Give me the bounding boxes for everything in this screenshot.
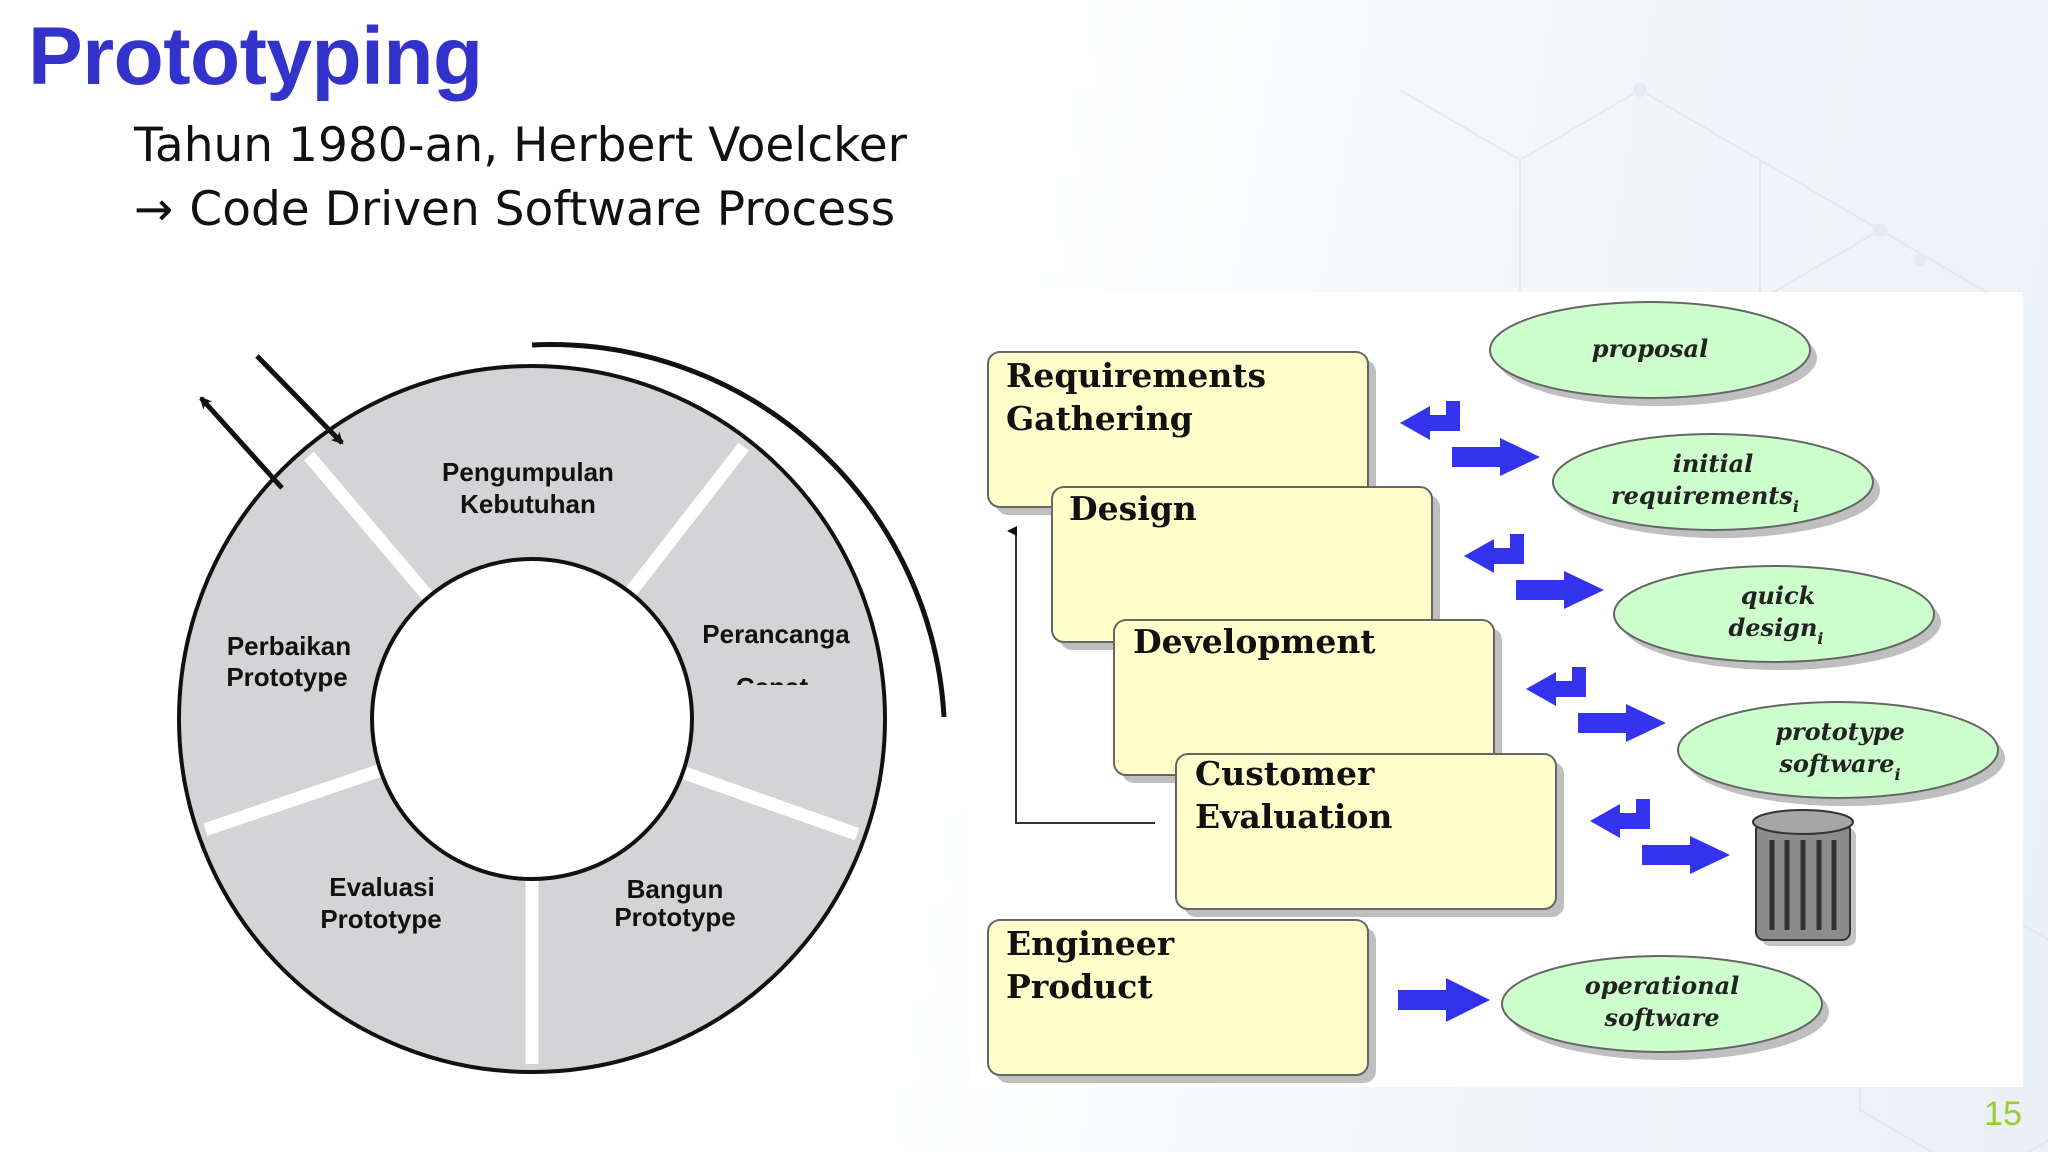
left-hook-arrow-icon <box>1590 799 1650 838</box>
artifact-prototype-software <box>1677 701 2005 806</box>
stage-requirements-label-2: Gathering <box>1006 399 1193 438</box>
page-number: 15 <box>1984 1095 2022 1133</box>
left-hook-arrow-icon <box>1526 667 1586 706</box>
artifact-operational-software-label-2: software <box>1603 1003 1719 1032</box>
artifact-quick-design-subscript: i <box>1817 629 1823 648</box>
exit-arrow-icon <box>199 396 284 490</box>
stage-engineer-label-2: Product <box>1006 967 1153 1006</box>
artifact-operational-software <box>1501 955 1829 1060</box>
entry-arrow-icon <box>255 354 344 445</box>
exchange-arrows-development <box>1526 667 1666 742</box>
artifact-initial-requirements <box>1552 433 1880 538</box>
exchange-arrows-requirements <box>1400 401 1540 476</box>
artifact-operational-software-label-1: operational <box>1585 971 1740 1000</box>
right-arrow-icon <box>1516 571 1604 609</box>
artifact-initial-requirements-label-1: initial <box>1673 449 1754 478</box>
artifact-prototype-software-label-1: prototype <box>1775 717 1905 746</box>
trash-can-icon <box>1752 809 1856 946</box>
artifact-quick-design-word: design <box>1729 613 1818 642</box>
right-arrow-icon <box>1452 438 1540 476</box>
stage-customer-evaluation <box>1175 753 1564 917</box>
feedback-loop-arrow <box>1007 526 1155 824</box>
slide-title: Prototyping <box>28 11 483 102</box>
artifact-proposal-label: proposal <box>1592 334 1708 363</box>
stage-design <box>1051 486 1440 650</box>
right-arrow-icon: → <box>134 182 174 237</box>
artifact-initial-requirements-word: requirements <box>1611 481 1793 510</box>
subtitle-line-2-text: Code Driven Software Process <box>189 182 896 237</box>
exchange-arrows-design <box>1464 534 1604 609</box>
left-hook-arrow-icon <box>1464 534 1524 573</box>
artifact-prototype-software-label-2: softwarei <box>1778 749 1900 784</box>
artifact-proposal <box>1489 301 1817 406</box>
stage-engineer-label-1: Engineer <box>1006 924 1175 963</box>
segment-bottom-right-label-2: Prototype <box>614 902 735 932</box>
subtitle-line-1: Tahun 1980-an, Herbert Voelcker <box>134 118 907 173</box>
right-arrow-icon <box>1642 836 1730 874</box>
segment-top-label-2: Kebutuhan <box>460 489 596 519</box>
artifact-initial-requirements-label-2: requirementsi <box>1611 481 1799 516</box>
exchange-arrows-evaluation <box>1590 799 1730 874</box>
segment-bottom-left-label-1: Evaluasi <box>329 872 435 902</box>
stage-evaluation-label-1: Customer <box>1195 754 1375 793</box>
artifact-quick-design <box>1613 565 1941 670</box>
artifact-quick-design-label-1: quick <box>1741 581 1816 610</box>
engineer-output-arrow-icon <box>1398 978 1490 1022</box>
cycle-direction-arc <box>531 342 947 718</box>
left-hook-arrow-icon <box>1400 401 1460 440</box>
stage-evaluation-label-2: Evaluation <box>1195 797 1392 836</box>
segment-left-label-2: Prototype <box>226 662 347 692</box>
stage-requirements-gathering <box>987 351 1376 515</box>
artifact-initial-requirements-subscript: i <box>1793 497 1799 516</box>
subtitle-line-2: → Code Driven Software Process <box>134 182 895 237</box>
artifact-prototype-software-word: software <box>1778 749 1894 778</box>
segment-left-label-1: Perbaikan <box>227 631 351 661</box>
stage-development <box>1113 619 1502 783</box>
right-arrow-icon <box>1578 704 1666 742</box>
stage-requirements-label-1: Requirements <box>1006 356 1266 395</box>
stage-design-label: Design <box>1069 489 1197 528</box>
segment-bottom-left-label-2: Prototype <box>320 904 441 934</box>
cycle-center <box>370 557 694 881</box>
artifact-quick-design-label-2: designi <box>1729 613 1824 648</box>
segment-right-label-1: Perancanga <box>702 619 850 649</box>
segment-top-label-1: Pengumpulan <box>442 457 614 487</box>
artifact-prototype-software-subscript: i <box>1894 765 1900 784</box>
segment-bottom-right-label-1: Bangun <box>627 874 724 904</box>
segment-right-occluder <box>705 685 845 715</box>
stage-engineer-product <box>987 919 1376 1083</box>
stage-development-label: Development <box>1133 622 1376 661</box>
